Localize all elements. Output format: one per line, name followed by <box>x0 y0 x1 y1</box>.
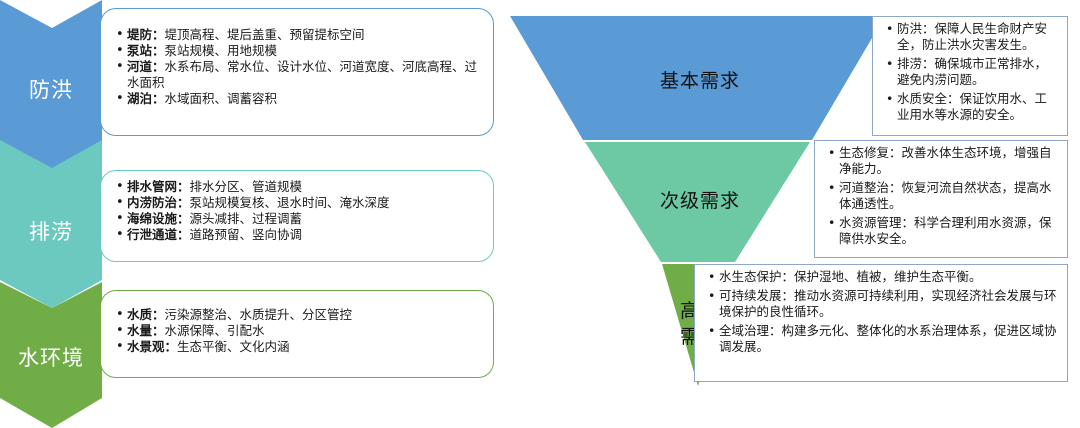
chevron-shape-icon <box>0 282 102 428</box>
list-item: 生态修复：改善水体生态环境，增强自净能力。 <box>828 145 1059 177</box>
chevron-shape-icon <box>0 0 102 176</box>
pyramid-tier-basic <box>510 16 885 140</box>
list-item: 防洪：保障人民生命财产安全，防止洪水灾害发生。 <box>886 21 1059 53</box>
list-item: 可持续发展：推动水资源可持续利用，实现经济社会发展与环境保护的良性循环。 <box>708 288 1059 320</box>
pyramid-tier-secondary <box>585 142 810 262</box>
drainage-box: 排水管网：排水分区、管道规模 内涝防治：泵站规模复核、退水时间、淹水深度 海绵设… <box>100 170 494 262</box>
water-environment-box: 水质：污染源整治、水质提升、分区管控 水量：水源保障、引配水 水景观：生态平衡、… <box>100 290 494 378</box>
list-item: 水资源管理：科学合理利用水资源，保障供水安全。 <box>828 215 1059 247</box>
list-item: 全域治理：构建多元化、整体化的水系治理体系，促进区域协调发展。 <box>708 323 1059 355</box>
list-item: 海绵设施：源头减排、过程调蓄 <box>116 211 481 227</box>
list-item: 行泄通道：道路预留、竖向协调 <box>116 227 481 243</box>
list-item: 水生态保护：保护湿地、植被，维护生态平衡。 <box>708 269 1059 285</box>
list-item: 泵站：泵站规模、用地规模 <box>116 43 481 59</box>
list-item: 河道：水系布局、常水位、设计水位、河道宽度、河底高程、过水面积 <box>116 59 481 91</box>
tier-label-basic: 基本需求 <box>659 70 740 92</box>
tier-label-secondary: 次级需求 <box>659 190 740 212</box>
list-item: 堤防：堤顶高程、堤后盖重、预留提标空间 <box>116 27 481 43</box>
notes-advanced: 水生态保护：保护湿地、植被，维护生态平衡。 可持续发展：推动水资源可持续利用，实… <box>694 264 1068 382</box>
notes-basic: 防洪：保障人民生命财产安全，防止洪水灾害发生。 排涝：确保城市正常排水，避免内涝… <box>872 16 1068 136</box>
list-item: 河道整治：恢复河流自然状态，提高水体通透性。 <box>828 180 1059 212</box>
list-item: 水量：水源保障、引配水 <box>116 323 481 339</box>
flood-control-box: 堤防：堤顶高程、堤后盖重、预留提标空间 泵站：泵站规模、用地规模 河道：水系布局… <box>100 8 494 136</box>
chevron-label: 水环境 <box>18 346 84 370</box>
list-item: 水质安全：保证饮用水、工业用水等水源的安全。 <box>886 91 1059 123</box>
chevron-shape-icon <box>0 140 102 308</box>
list-item: 内涝防治：泵站规模复核、退水时间、淹水深度 <box>116 195 481 211</box>
notes-secondary: 生态修复：改善水体生态环境，增强自净能力。 河道整治：恢复河流自然状态，提高水体… <box>814 140 1068 258</box>
chevron-label: 防洪 <box>29 78 73 102</box>
chevron-drainage: 排涝 <box>0 140 102 308</box>
list-item: 排水管网：排水分区、管道规模 <box>116 179 481 195</box>
list-item: 水质：污染源整治、水质提升、分区管控 <box>116 307 481 323</box>
chevron-label: 排涝 <box>29 220 73 244</box>
chevron-water-environment: 水环境 <box>0 282 102 428</box>
chevron-flood-control: 防洪 <box>0 0 102 176</box>
list-item: 排涝：确保城市正常排水，避免内涝问题。 <box>886 56 1059 88</box>
list-item: 湖泊：水域面积、调蓄容积 <box>116 91 481 107</box>
list-item: 水景观：生态平衡、文化内涵 <box>116 339 481 355</box>
needs-pyramid: 基本需求 次级需求 高级 需求 <box>510 8 885 388</box>
